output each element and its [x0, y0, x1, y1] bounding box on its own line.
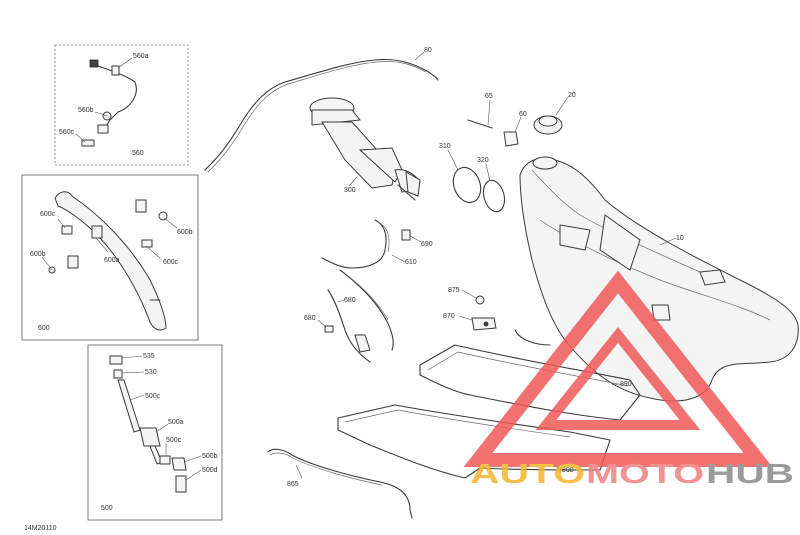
connector-500b — [171, 457, 187, 471]
callout-535: 535 — [143, 353, 155, 360]
callout-600: 600 — [38, 325, 50, 332]
callout-890: 890 — [620, 381, 632, 388]
clamp-530 — [113, 369, 123, 379]
clamp-600c-right — [141, 239, 153, 248]
callout-500b: 500b — [202, 453, 218, 460]
callout-560: 560 — [132, 150, 144, 157]
clamp-600a — [91, 225, 103, 239]
callout-800: 800 — [562, 467, 574, 474]
fitting-535 — [109, 355, 123, 365]
callout-530: 530 — [145, 369, 157, 376]
screw-65 — [467, 119, 493, 129]
watermark-text-hub: HUB — [706, 458, 794, 489]
watermark-text-moto: MOTO — [586, 458, 704, 489]
filler-neck — [532, 156, 558, 170]
grommets: 875 870 — [443, 287, 497, 331]
valve-60 — [503, 131, 519, 147]
shield-890 — [419, 344, 641, 421]
valve-600b — [67, 255, 79, 269]
cap-group: 20 60 65 — [467, 92, 576, 147]
callout-10: 10 — [676, 235, 684, 242]
callout-500c-mid: 500c — [166, 437, 182, 444]
grommet-875 — [475, 295, 485, 305]
callout-500a: 500a — [168, 419, 184, 426]
fuel-pump-300: 300 — [309, 97, 421, 201]
callout-610: 610 — [405, 259, 417, 266]
callout-680-b: 680 — [304, 315, 316, 322]
fuel-tank-10: 10 — [514, 156, 799, 402]
callout-65: 65 — [485, 93, 493, 100]
fitting-560a — [111, 65, 120, 76]
callout-310: 310 — [439, 143, 451, 150]
shield-800 — [337, 404, 611, 479]
gasket-310 — [452, 166, 482, 204]
callout-600b-left: 600b — [30, 251, 46, 258]
clamp-600c-left — [61, 225, 73, 235]
inset-600: 600c 600a 600b 600b 600c 600 — [21, 174, 199, 341]
callout-60: 60 — [519, 111, 527, 118]
inset-560: 560a 560b 560c 560 — [54, 44, 189, 166]
connector-560c — [81, 139, 95, 147]
washer-600b-right — [158, 211, 168, 221]
inset-500: 535 530 500c 500a 500c 500b 500d 500 — [87, 344, 223, 521]
pump-body — [321, 121, 396, 189]
callout-560c: 560c — [59, 129, 75, 136]
clamp-500c — [159, 455, 171, 465]
diagram-code: 14M20110 — [24, 525, 57, 532]
callout-600b-right: 600b — [177, 229, 193, 236]
gasket-320 — [482, 179, 506, 213]
hose-560 — [94, 64, 137, 129]
callout-560b: 560b — [78, 107, 94, 114]
callout-300: 300 — [344, 187, 356, 194]
callout-600c-left: 600c — [40, 211, 56, 218]
clamp-560a — [89, 59, 99, 68]
hose-500c — [117, 379, 141, 433]
float — [405, 171, 421, 197]
callout-680-a: 680 — [344, 297, 356, 304]
fitting-500d — [175, 475, 187, 493]
callout-690: 690 — [421, 241, 433, 248]
callout-500c-top: 500c — [145, 393, 161, 400]
callout-865: 865 — [287, 481, 299, 488]
gaskets: 310 320 — [439, 143, 506, 213]
callout-500d: 500d — [202, 467, 218, 474]
callout-320: 320 — [477, 157, 489, 164]
callout-20: 20 — [568, 92, 576, 99]
callout-600a: 600a — [104, 257, 120, 264]
callout-870: 870 — [443, 313, 455, 320]
line-865: 865 — [267, 448, 413, 519]
harness-group: 690 610 680 680 — [304, 219, 433, 363]
callout-560a: 560a — [133, 53, 149, 60]
callout-500: 500 — [101, 505, 113, 512]
callout-80: 80 — [424, 47, 432, 54]
connector-690 — [401, 229, 411, 241]
vent-line-80: 80 — [204, 47, 439, 173]
watermark-text-auto: AUTO — [470, 458, 585, 489]
callout-600c-right: 600c — [163, 259, 179, 266]
callout-875: 875 — [448, 287, 460, 294]
fitting-560b — [97, 124, 109, 134]
valve-top — [135, 199, 147, 213]
watermark-logo: AUTO MOTO HUB — [463, 270, 794, 489]
filter-500a — [139, 427, 161, 447]
